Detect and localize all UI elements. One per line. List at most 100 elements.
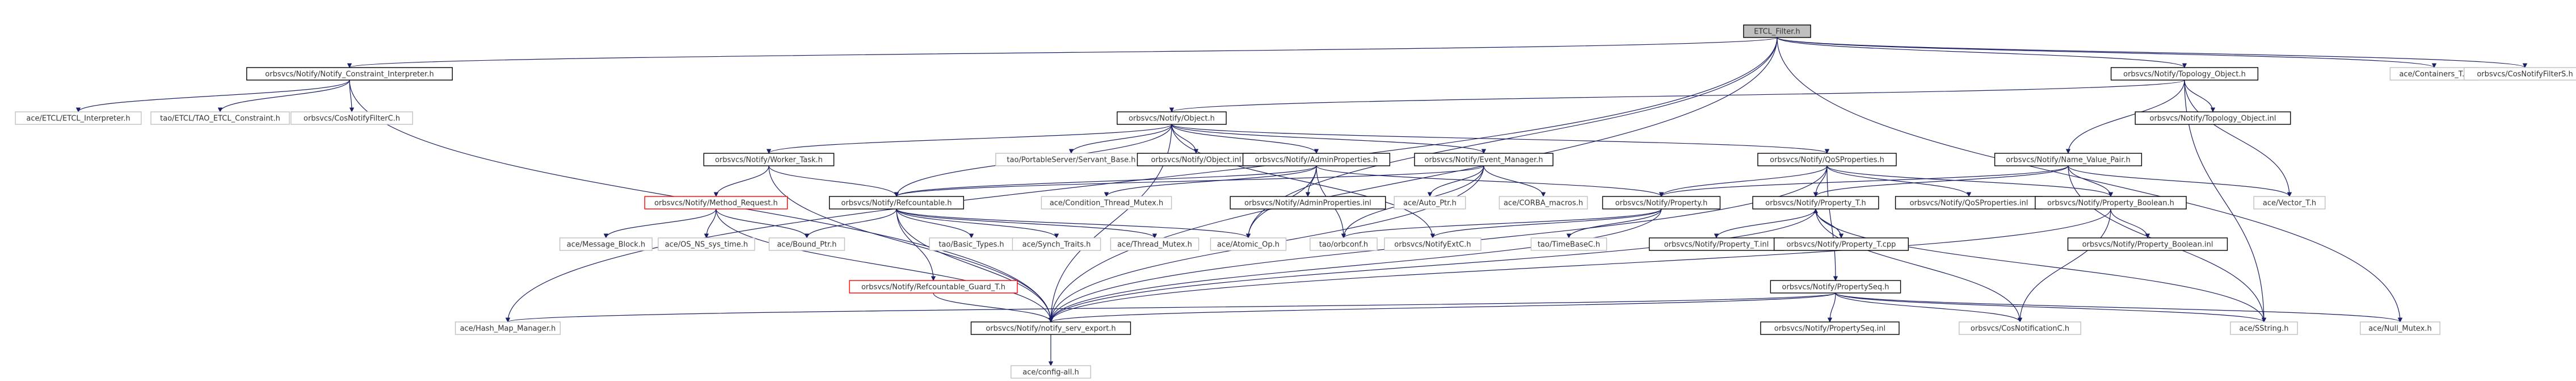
node-admin-properties-inl[interactable]: orbsvcs/Notify/AdminProperties.inl (1230, 196, 1386, 210)
node-property-t-inl[interactable]: orbsvcs/Notify/Property_T.inl (1648, 237, 1784, 251)
edge-constraint_interp-to-etcl_interpreter (75, 79, 350, 112)
node-qos-properties-inl[interactable]: orbsvcs/Notify/QoSProperties.inl (1895, 196, 2043, 210)
node-message-block[interactable]: ace/Message_Block.h (559, 237, 653, 251)
edge-refcountable-to-refcountable_guard (896, 208, 936, 281)
node-notify-serv-export[interactable]: orbsvcs/Notify/notify_serv_export.h (970, 321, 1131, 335)
node-label: ace/Auto_Ptr.h (1403, 199, 1457, 208)
node-cos-notification-c[interactable]: orbsvcs/CosNotificationC.h (1959, 321, 2081, 335)
node-box (2360, 321, 2440, 335)
node-label: ace/Bound_Ptr.h (777, 241, 836, 249)
node-sstring[interactable]: ace/SString.h (2230, 321, 2298, 335)
edge-refcountable-to-atomic_op (896, 208, 1251, 238)
node-thread-mutex[interactable]: ace/Thread_Mutex.h (1110, 237, 1199, 251)
node-servant-base[interactable]: tao/PortableServer/Servant_Base.h (995, 153, 1147, 166)
edge-property-to-time_base_c (1566, 208, 1662, 238)
node-label: orbsvcs/CosNotifyFilterS.h (2477, 70, 2573, 79)
edge-topology_object-to-topology_object_inl (2184, 79, 2216, 112)
node-constraint-interp[interactable]: orbsvcs/Notify/Notify_Constraint_Interpr… (246, 67, 453, 81)
node-box (1959, 321, 2081, 335)
node-box (1011, 365, 1091, 379)
edge-worker_task-to-notify_serv_export (768, 165, 1054, 323)
node-method-request[interactable]: orbsvcs/Notify/Method_Request.h (644, 196, 788, 210)
node-event-manager[interactable]: orbsvcs/Notify/Event_Manager.h (1414, 153, 1554, 166)
graph-edges (75, 37, 2527, 366)
node-containers-t[interactable]: ace/Containers_T.h (2389, 67, 2479, 81)
node-label: orbsvcs/Notify/AdminProperties.inl (1244, 199, 1371, 208)
edge-method_request-to-bound_ptr (715, 208, 810, 238)
node-cosnotifyfilterc[interactable]: orbsvcs/CosNotifyFilterC.h (291, 111, 413, 125)
node-root[interactable]: ETCL_Filter.h (1743, 24, 1811, 38)
edge-qos_properties-to-qos_properties_inl (1826, 165, 1972, 197)
node-condition-thread-mutex[interactable]: ace/Condition_Thread_Mutex.h (1041, 196, 1172, 210)
node-box (1012, 237, 1101, 251)
edge-root-to-cosnotifyfilters (1777, 37, 2527, 68)
edge-object-to-worker_task (767, 124, 1172, 154)
node-topology-object[interactable]: orbsvcs/Notify/Topology_Object.h (2110, 67, 2259, 81)
node-property[interactable]: orbsvcs/Notify/Property.h (1602, 196, 1721, 210)
node-label: orbsvcs/Notify/Property_Boolean.inl (2082, 241, 2213, 249)
node-admin-properties[interactable]: orbsvcs/Notify/AdminProperties.h (1242, 153, 1391, 166)
node-box (1384, 237, 1481, 251)
node-property-boolean[interactable]: orbsvcs/Notify/Property_Boolean.h (2035, 196, 2187, 210)
node-atomic-op[interactable]: ace/Atomic_Op.h (1210, 237, 1287, 251)
node-corba-macros[interactable]: ace/CORBA_macros.h (1499, 196, 1588, 210)
node-box (1773, 237, 1909, 251)
node-refcountable[interactable]: orbsvcs/Notify/Refcountable.h (828, 196, 964, 210)
node-object-inl[interactable]: orbsvcs/Notify/Object.inl (1137, 153, 1256, 166)
node-property-boolean-inl[interactable]: orbsvcs/Notify/Property_Boolean.inl (2067, 237, 2228, 251)
graph-nodes: ETCL_Filter.h orbsvcs/Notify/Notify_Const… (15, 24, 2576, 379)
node-box (2035, 196, 2187, 210)
edge-qos_properties-to-property_boolean (1826, 165, 2114, 197)
node-topology-object-inl[interactable]: orbsvcs/Notify/Topology_Object.inl (2135, 111, 2291, 125)
node-property-t-cpp[interactable]: orbsvcs/Notify/Property_T.cpp (1773, 237, 1909, 251)
edge-object-to-servant_base (1068, 124, 1172, 154)
node-box (644, 196, 788, 210)
node-basic-types[interactable]: tao/Basic_Types.h (929, 237, 1014, 251)
node-orbconf[interactable]: tao/orbconf.h (1310, 237, 1378, 251)
node-hash-map-manager[interactable]: ace/Hash_Map_Manager.h (454, 321, 561, 335)
node-vector-t[interactable]: ace/Vector_T.h (2253, 196, 2326, 210)
edge-root-to-constraint_interp (347, 37, 1778, 68)
edge-property_boolean-to-notify_serv_export (1048, 208, 2111, 323)
node-auto-ptr[interactable]: ace/Auto_Ptr.h (1394, 196, 1466, 210)
node-label: orbsvcs/CosNotificationC.h (1971, 325, 2069, 333)
edge-worker_task-to-method_request (713, 165, 769, 197)
node-label: ace/SString.h (2240, 325, 2289, 333)
edge-property_boolean-to-cos_notification_c (2017, 208, 2111, 323)
node-bound-ptr[interactable]: ace/Bound_Ptr.h (768, 237, 845, 251)
node-property-t[interactable]: orbsvcs/Notify/Property_T.h (1752, 196, 1879, 210)
node-worker-task[interactable]: orbsvcs/Notify/Worker_Task.h (703, 153, 835, 166)
node-object[interactable]: orbsvcs/Notify/Object.h (1117, 111, 1227, 125)
node-label: orbsvcs/Notify/Name_Value_Pair.h (2006, 156, 2131, 165)
node-etcl-interpreter[interactable]: ace/ETCL/ETCL_Interpreter.h (15, 111, 142, 125)
edge-property_t-to-notify_serv_export (1048, 208, 1816, 323)
node-notify-ext-c[interactable]: orbsvcs/NotifyExtC.h (1384, 237, 1481, 251)
node-label: orbsvcs/Notify/Topology_Object.inl (2150, 115, 2276, 123)
node-label: orbsvcs/Notify/Method_Request.h (654, 199, 778, 208)
node-qos-properties[interactable]: orbsvcs/Notify/QoSProperties.h (1757, 153, 1897, 166)
node-config-all[interactable]: ace/config-all.h (1011, 365, 1091, 379)
edge-method_request-to-message_block (603, 208, 717, 238)
node-etcl-tao-constraint[interactable]: tao/ETCL/TAO_ETCL_Constraint.h (150, 111, 290, 125)
edge-refcountable-to-notify_serv_export (896, 208, 1054, 323)
edge-property_seq-to-cos_notification_c (1835, 292, 2023, 323)
node-box (1994, 153, 2143, 166)
node-cosnotifyfilters[interactable]: orbsvcs/CosNotifyFilterS.h (2464, 67, 2576, 81)
node-box (2135, 111, 2291, 125)
node-null-mutex[interactable]: ace/Null_Mutex.h (2360, 321, 2440, 335)
edge-property_boolean-to-property_boolean_inl (2110, 208, 2150, 238)
node-name-value-pair[interactable]: orbsvcs/Notify/Name_Value_Pair.h (1994, 153, 2143, 166)
node-label: orbsvcs/Notify/Property_Boolean.h (2047, 199, 2174, 208)
node-label: orbsvcs/Notify/AdminProperties.h (1255, 156, 1378, 165)
edge-topology_object-to-object (1169, 79, 2185, 112)
edge-object-to-event_manager (1171, 124, 1487, 154)
edge-object-to-admin_properties (1171, 124, 1319, 154)
edge-object-to-qos_properties (1171, 124, 1829, 154)
node-property-seq[interactable]: orbsvcs/Notify/PropertySeq.h (1770, 280, 1901, 294)
node-os-ns-sys-time[interactable]: ace/OS_NS_sys_time.h (658, 237, 755, 251)
node-synch-traits[interactable]: ace/Synch_Traits.h (1012, 237, 1101, 251)
edge-method_request-to-notify_serv_export (715, 208, 1054, 323)
node-time-base-c[interactable]: tao/TimeBaseC.h (1530, 237, 1607, 251)
node-property-seq-inl[interactable]: orbsvcs/Notify/PropertySeq.inl (1760, 321, 1900, 335)
node-refcountable-guard[interactable]: orbsvcs/Notify/Refcountable_Guard_T.h (849, 280, 1018, 294)
